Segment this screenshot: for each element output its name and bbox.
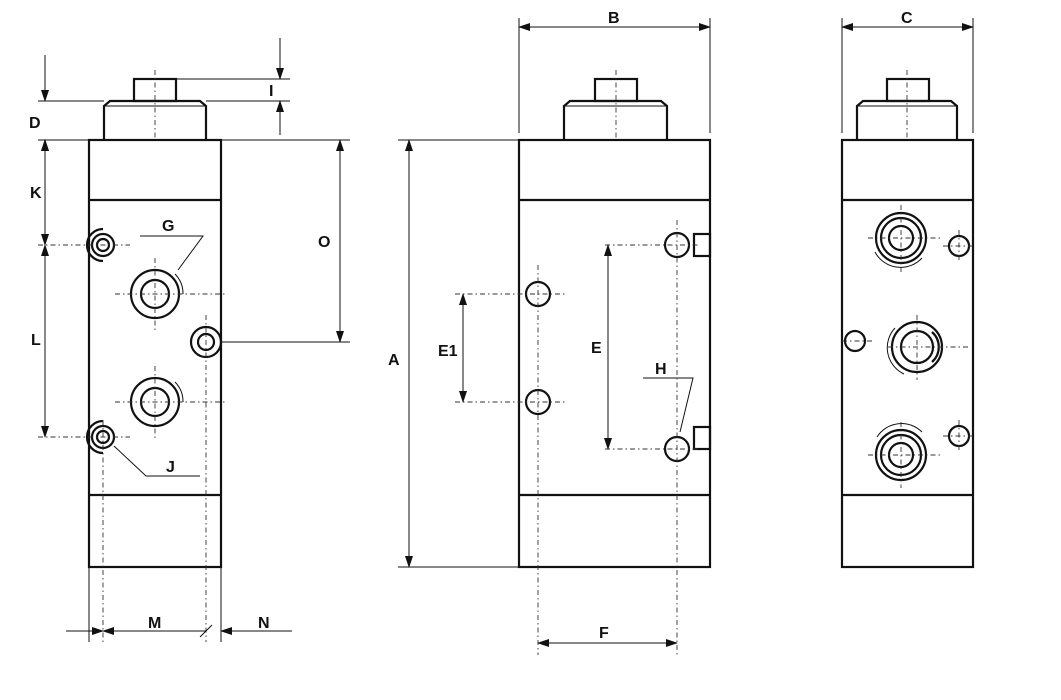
label-L: L bbox=[31, 332, 41, 349]
right-port-upper-small bbox=[943, 230, 975, 262]
dim-E: E bbox=[591, 244, 612, 450]
right-port-lower-large bbox=[868, 422, 940, 488]
dim-A: A bbox=[388, 139, 519, 568]
center-actuator-head bbox=[562, 99, 669, 140]
right-view: C bbox=[840, 10, 975, 569]
label-A: A bbox=[388, 352, 400, 369]
dim-M: M bbox=[66, 567, 222, 642]
label-I: I bbox=[269, 83, 273, 100]
dim-I: I bbox=[176, 38, 290, 135]
left-view: D K L I O G J bbox=[29, 38, 350, 642]
label-B: B bbox=[608, 10, 620, 27]
label-D: D bbox=[29, 115, 41, 132]
label-J: J bbox=[166, 459, 175, 476]
left-actuator-head bbox=[102, 99, 208, 140]
right-port-center-large bbox=[886, 315, 968, 380]
right-port-center-small bbox=[842, 329, 872, 353]
center-view: B A E1 E H F bbox=[388, 10, 712, 655]
callout-J: J bbox=[113, 445, 200, 477]
right-actuator-head bbox=[855, 99, 959, 140]
dim-L: L bbox=[31, 244, 49, 438]
right-port-upper-large bbox=[868, 205, 940, 272]
label-F: F bbox=[599, 625, 609, 642]
dim-K: K bbox=[30, 139, 49, 246]
label-E: E bbox=[591, 340, 602, 357]
right-actuator-stem bbox=[885, 77, 931, 103]
center-valve-body bbox=[517, 138, 712, 569]
label-K: K bbox=[30, 185, 42, 202]
label-G: G bbox=[162, 218, 174, 235]
dim-C: C bbox=[841, 10, 974, 133]
dim-N: N bbox=[199, 615, 292, 638]
left-port-side bbox=[189, 315, 223, 642]
left-port-upper-large bbox=[115, 258, 225, 330]
callout-H: H bbox=[643, 361, 694, 433]
dim-O: O bbox=[221, 139, 350, 343]
dim-E1: E1 bbox=[438, 293, 467, 403]
label-E1: E1 bbox=[438, 343, 458, 360]
dim-B: B bbox=[518, 10, 711, 133]
label-H: H bbox=[655, 361, 667, 378]
label-N: N bbox=[258, 615, 270, 632]
label-O: O bbox=[318, 234, 330, 251]
left-valve-body bbox=[87, 138, 223, 569]
dim-D: D bbox=[29, 55, 104, 180]
left-port-lower-large bbox=[115, 366, 225, 438]
label-M: M bbox=[148, 615, 161, 632]
left-port-bottom-small bbox=[85, 419, 116, 642]
label-C: C bbox=[901, 10, 913, 27]
dim-F: F bbox=[537, 625, 678, 647]
right-valve-body bbox=[840, 138, 975, 569]
right-port-lower-small bbox=[943, 420, 975, 452]
callout-G: G bbox=[140, 218, 204, 271]
